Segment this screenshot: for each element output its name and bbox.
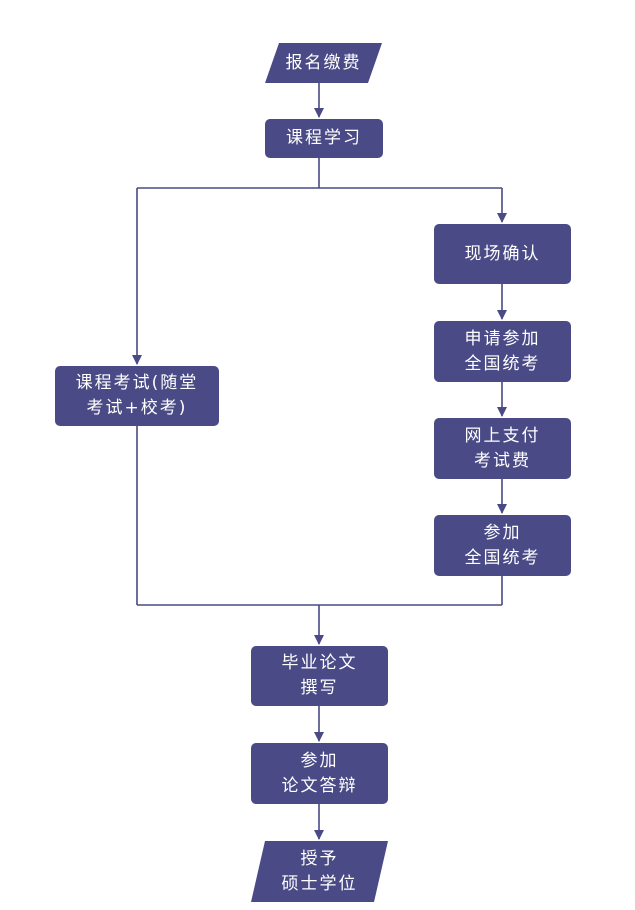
node-study: 课程学习	[265, 119, 383, 158]
node-signup-label: 报名缴费	[285, 52, 362, 73]
node-take-exam: 参加 全国统考	[434, 515, 571, 576]
node-defense-label: 参加 论文答辩	[281, 750, 358, 796]
node-course-exam: 课程考试(随堂 考试+校考)	[55, 366, 219, 426]
node-pay-fee-label: 网上支付 考试费	[464, 425, 541, 471]
node-take-exam-label: 参加 全国统考	[464, 522, 541, 568]
node-defense: 参加 论文答辩	[251, 743, 388, 804]
node-pay-fee: 网上支付 考试费	[434, 418, 571, 479]
node-thesis: 毕业论文 撰写	[251, 646, 388, 706]
node-study-label: 课程学习	[286, 128, 362, 148]
node-degree-label: 授予 硕士学位	[281, 848, 358, 894]
node-degree: 授予 硕士学位	[251, 841, 388, 902]
node-thesis-label: 毕业论文 撰写	[281, 653, 358, 698]
node-onsite-confirm: 现场确认	[434, 224, 571, 284]
node-onsite-confirm-label: 现场确认	[464, 243, 541, 264]
node-apply-exam: 申请参加 全国统考	[434, 321, 571, 382]
node-signup: 报名缴费	[265, 43, 382, 83]
node-course-exam-label: 课程考试(随堂 考试+校考)	[75, 373, 199, 418]
node-apply-exam-label: 申请参加 全国统考	[464, 328, 541, 374]
